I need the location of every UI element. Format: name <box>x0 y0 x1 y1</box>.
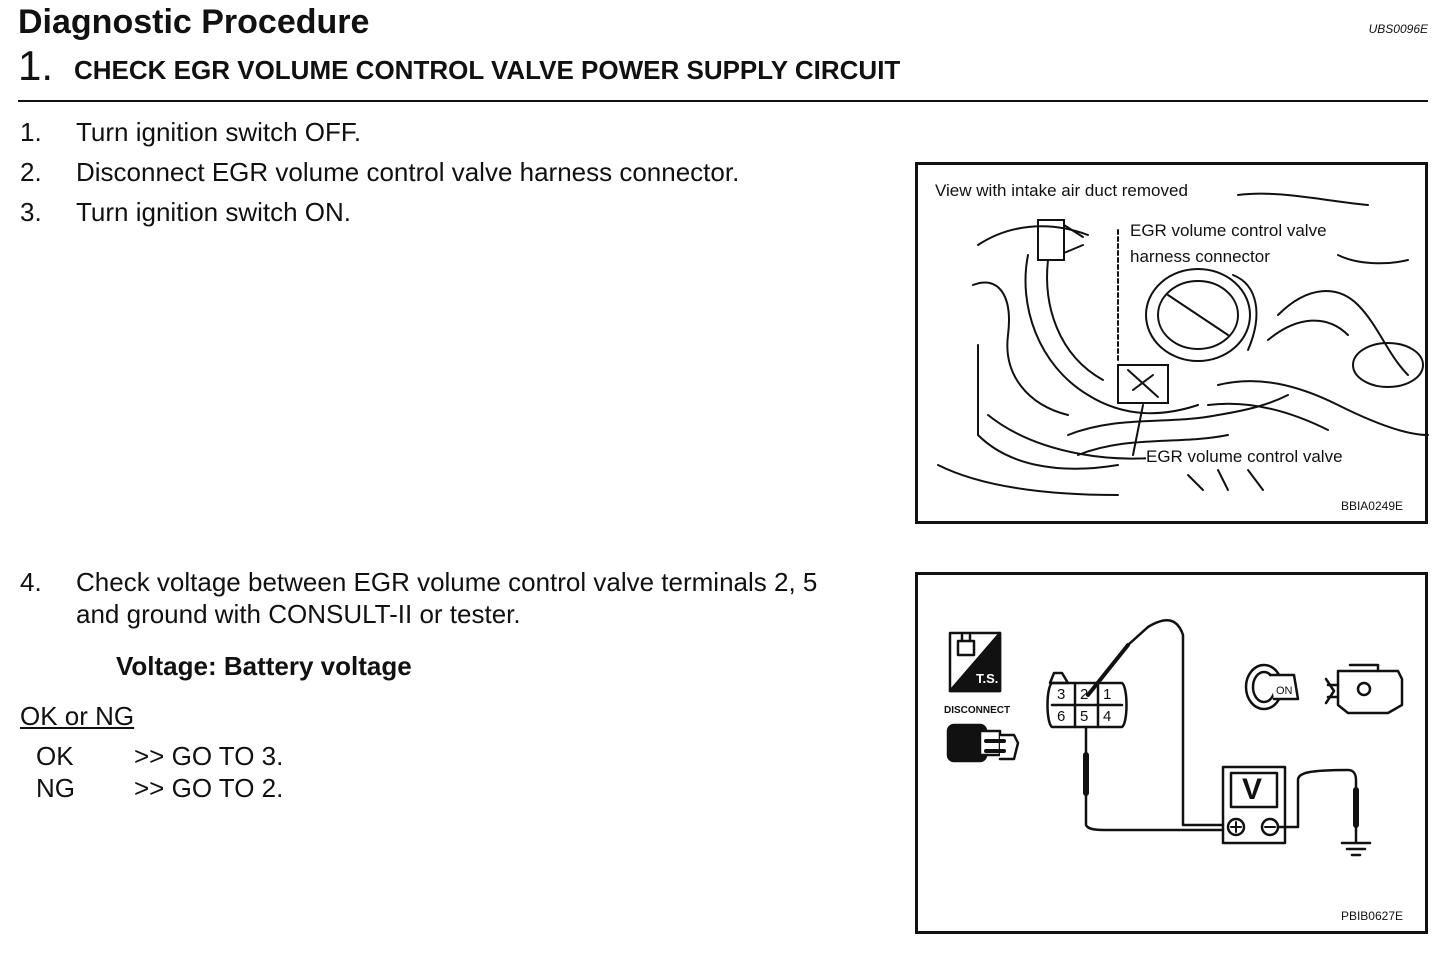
engine-bay-illustration <box>937 192 1429 496</box>
terminal-number: 4 <box>1103 708 1112 725</box>
connector-label-line1: EGR volume control valve <box>1130 221 1327 241</box>
ignition-key-icon <box>1244 663 1300 711</box>
engine-icon <box>1324 663 1404 715</box>
header-divider <box>18 100 1428 102</box>
document-code: UBS0096E <box>1368 22 1428 36</box>
instruction-text: Disconnect EGR volume control valve harn… <box>76 157 740 187</box>
terminal-number: 3 <box>1057 686 1066 703</box>
terminal-number: 6 <box>1057 708 1066 725</box>
result-action: >> GO TO 2. <box>134 773 284 803</box>
key-on-label: ON <box>1276 685 1293 697</box>
instruction-text-line2: and ground with CONSULT-II or tester. <box>76 599 521 629</box>
connector-label-line2: harness connector <box>1130 247 1270 267</box>
result-row: NG >> GO TO 2. <box>36 772 436 804</box>
instruction-item: 3. Turn ignition switch ON. <box>20 196 900 228</box>
disconnect-label: DISCONNECT <box>944 705 1011 716</box>
instruction-number: 3. <box>20 197 42 227</box>
result-key: OK <box>36 741 74 771</box>
result-row: OK >> GO TO 3. <box>36 740 436 772</box>
figure-code: PBIB0627E <box>1340 909 1403 923</box>
instruction-item: 2. Disconnect EGR volume control valve h… <box>20 156 900 188</box>
instruction-item: 4. Check voltage between EGR volume cont… <box>20 566 900 630</box>
page-title: Diagnostic Procedure <box>18 3 370 41</box>
figure-caption: View with intake air duct removed <box>935 181 1188 201</box>
voltmeter-label: V <box>1242 773 1263 806</box>
result-key: NG <box>36 773 75 803</box>
figure-code: BBIA0249E <box>1340 499 1403 513</box>
instruction-item: 1. Turn ignition switch OFF. <box>20 116 900 148</box>
valve-label: EGR volume control valve <box>1146 447 1343 467</box>
disconnect-icon <box>946 723 1020 763</box>
ok-ng-heading: OK or NG <box>20 701 135 731</box>
voltage-spec: Voltage: Battery voltage <box>116 651 412 681</box>
instruction-text: Check voltage between EGR volume control… <box>76 567 818 597</box>
voltage-check-diagram <box>946 619 1404 857</box>
instruction-number: 4. <box>20 567 42 597</box>
instruction-text: Turn ignition switch ON. <box>76 197 352 227</box>
terminal-number: 5 <box>1080 708 1089 725</box>
step-number: 1. <box>18 42 54 89</box>
terminal-number: 2 <box>1080 686 1089 703</box>
ts-icon <box>948 631 1002 693</box>
step-heading: CHECK EGR VOLUME CONTROL VALVE POWER SUP… <box>74 55 901 85</box>
engine-bay-figure: View with intake air duct removed EGR vo… <box>915 162 1429 524</box>
instruction-text: Turn ignition switch OFF. <box>76 117 362 147</box>
voltage-check-figure: T.S. DISCONNECT 3 2 1 6 5 4 V ON PBIB062… <box>915 572 1428 934</box>
instruction-number: 2. <box>20 157 42 187</box>
result-action: >> GO TO 3. <box>134 741 284 771</box>
ts-label: T.S. <box>976 671 999 686</box>
instruction-number: 1. <box>20 117 42 147</box>
terminal-number: 1 <box>1103 686 1112 703</box>
